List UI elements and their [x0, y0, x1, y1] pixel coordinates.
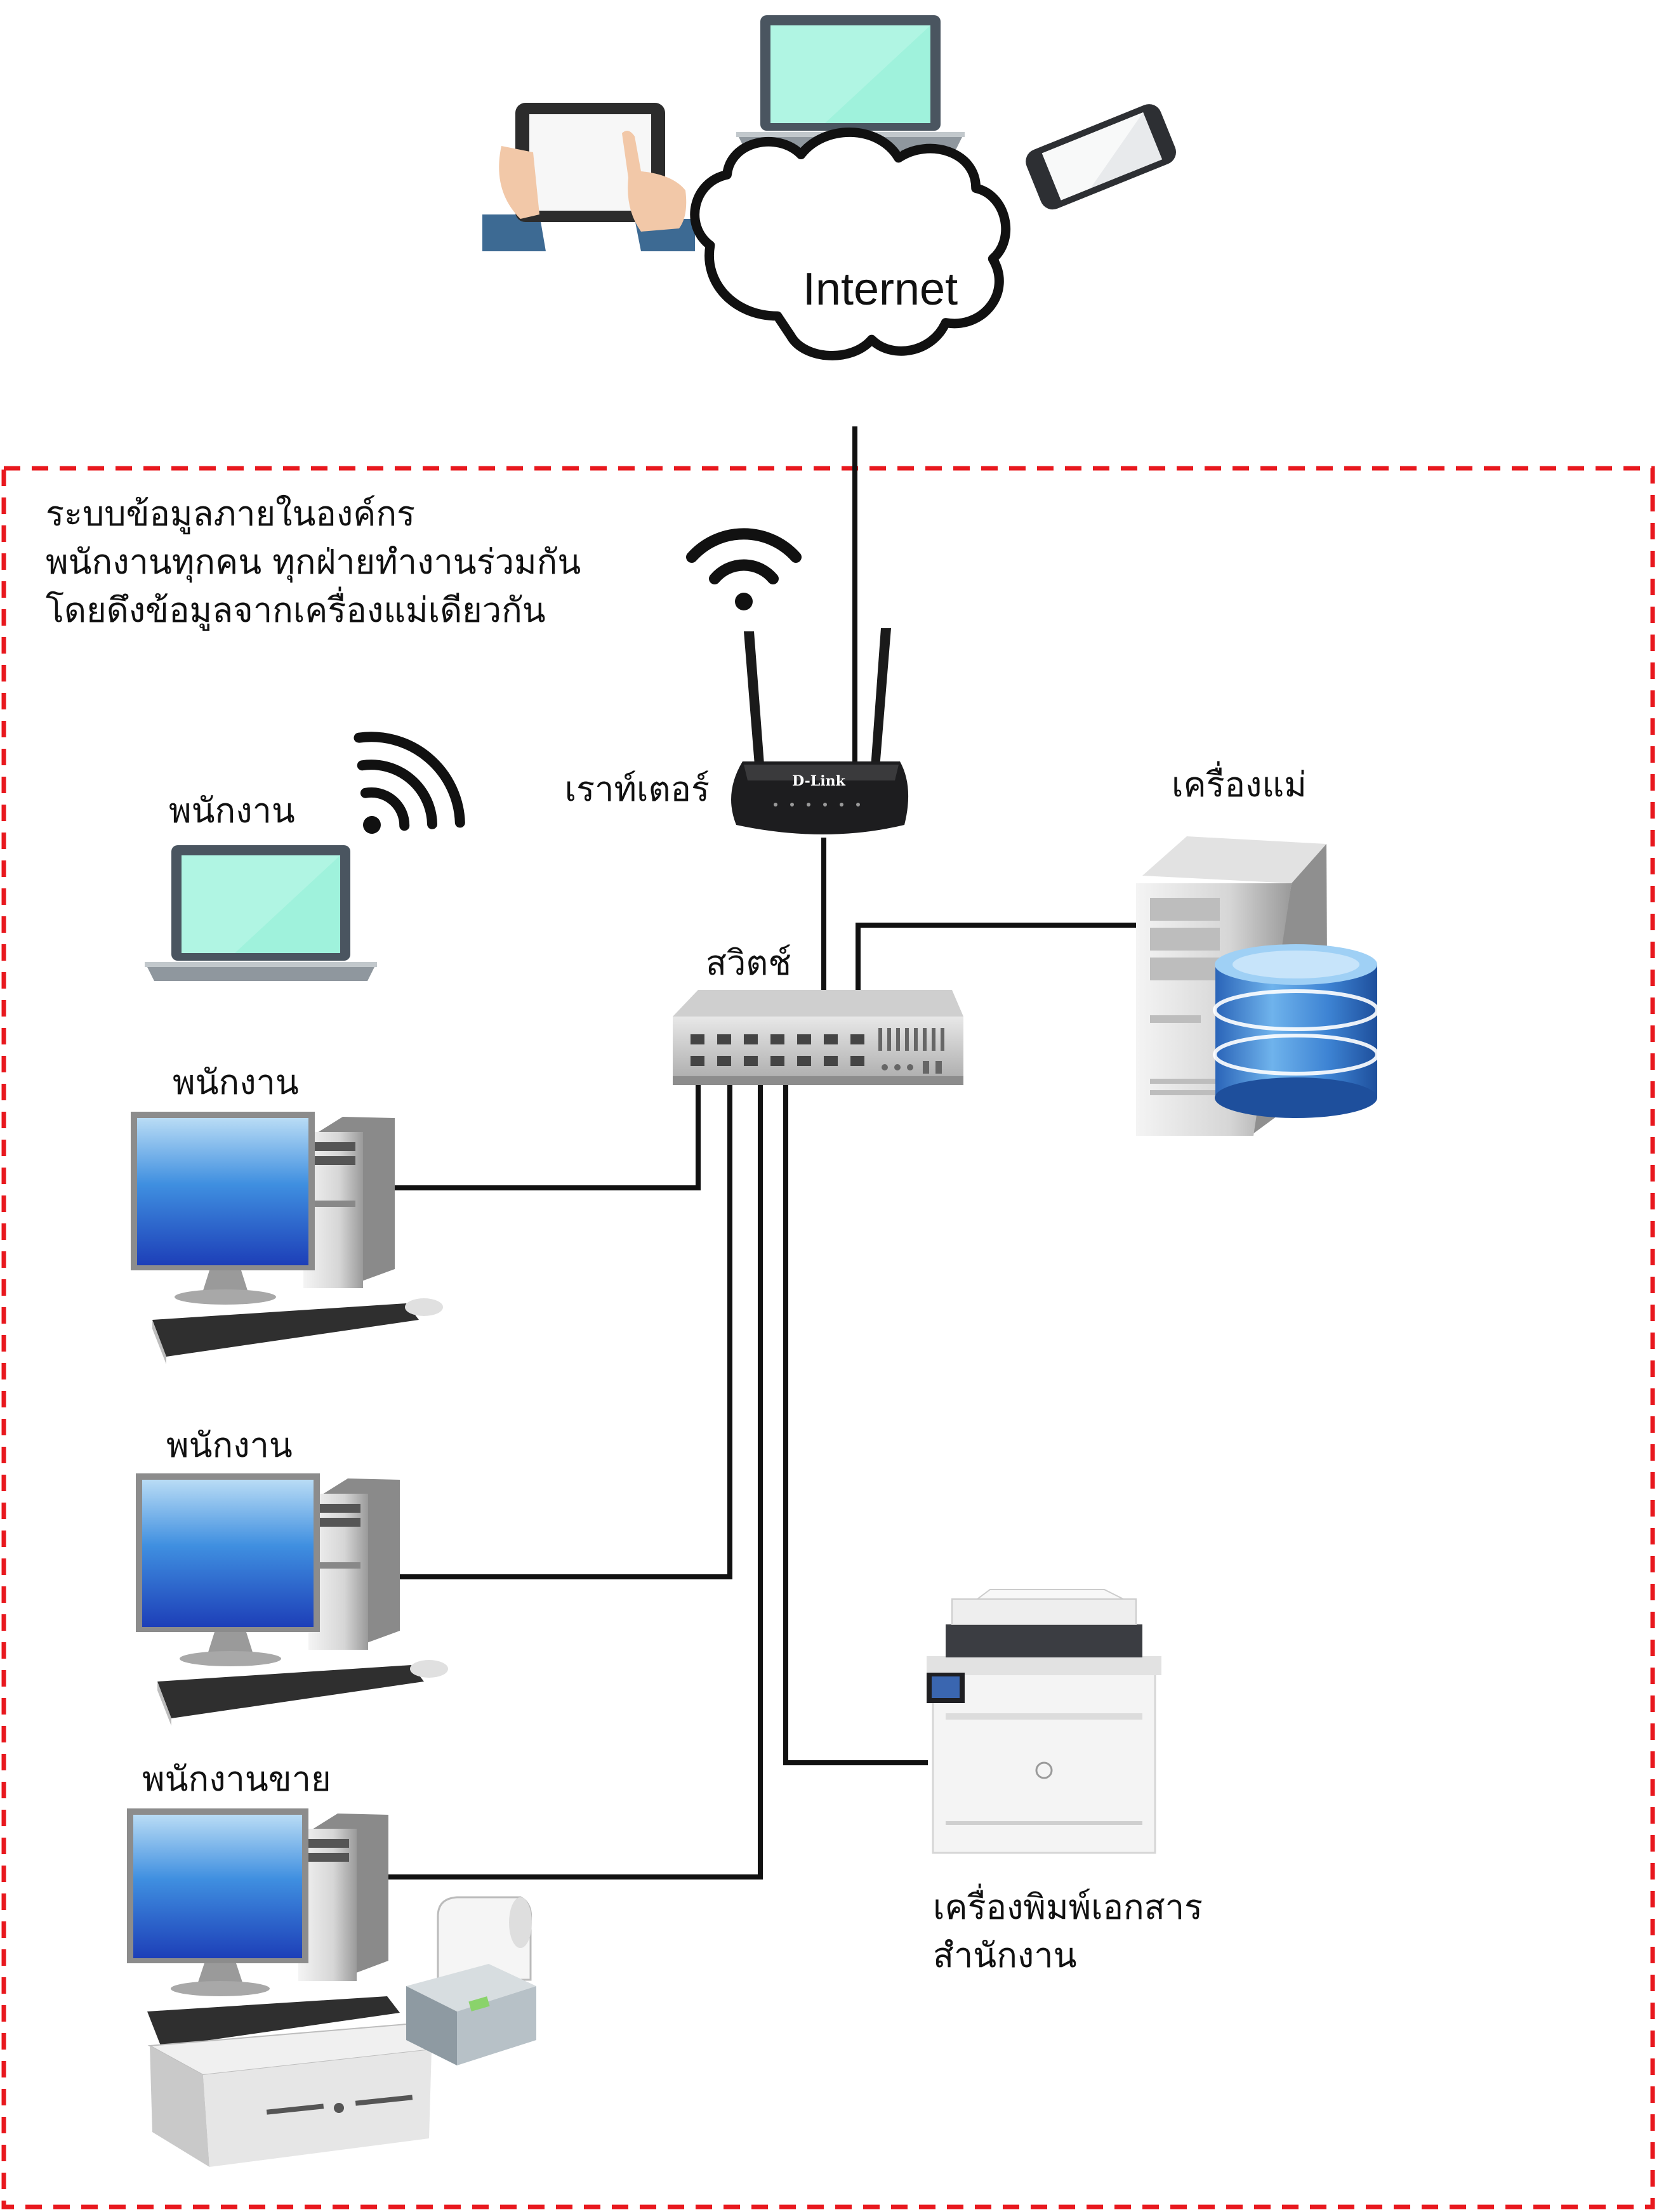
desktop-computer-icon — [136, 1473, 448, 1726]
wifi-icon — [686, 528, 802, 610]
cash-drawer-icon — [147, 2023, 433, 2167]
smartphone-icon — [1026, 104, 1176, 210]
printer-label-line-2: สำนักงาน — [933, 1935, 1077, 1975]
boundary-description-line-1: ระบบข้อมูลภายในองค์กร — [46, 494, 415, 534]
server-label: เครื่องแม่ — [1172, 761, 1307, 805]
cable-switch-to-desktop-2 — [399, 1067, 732, 1579]
receipt-printer-icon — [406, 1896, 536, 2065]
router-label: เราท์เตอร์ — [565, 769, 710, 809]
cable-switch-to-desktop-1 — [392, 1067, 701, 1190]
desktop-1-label: พนักงาน — [173, 1062, 299, 1102]
boundary-description-line-3: โดยดึงข้อมูลจากเครื่องแม่เดียวกัน — [46, 586, 546, 631]
desktop-computer-icon — [131, 1112, 443, 1364]
laptop-icon — [736, 15, 965, 151]
desktop-2-label: พนักงาน — [166, 1425, 293, 1465]
cable-switch-to-pos — [387, 1067, 763, 1880]
printer-label-line-1: เครื่องพิมพ์เอกสาร — [933, 1883, 1203, 1927]
wifi-laptop-label: พนักงาน — [169, 791, 295, 831]
network-boundary — [1, 466, 1655, 2209]
cable-switch-to-printer — [783, 1067, 928, 1765]
router-brand: D-Link — [792, 773, 845, 789]
laptop-icon — [145, 845, 377, 981]
cloud-icon: Internet — [690, 128, 1011, 360]
desktop-computer-icon — [127, 1808, 400, 2047]
boundary-description-line-2: พนักงานทุกคน ทุกฝ่ายทำงานร่วมกัน — [46, 542, 581, 583]
switch-icon — [673, 990, 963, 1085]
router-icon: D-Link — [731, 628, 909, 834]
cloud-label: Internet — [803, 264, 958, 315]
printer-icon — [927, 1589, 1161, 1854]
switch-label: สวิตช์ — [706, 943, 791, 983]
pos-terminal-label: พนักงานขาย — [142, 1759, 331, 1799]
database-icon — [1213, 944, 1379, 1118]
tablet-icon — [482, 103, 695, 251]
wifi-icon — [354, 732, 465, 834]
